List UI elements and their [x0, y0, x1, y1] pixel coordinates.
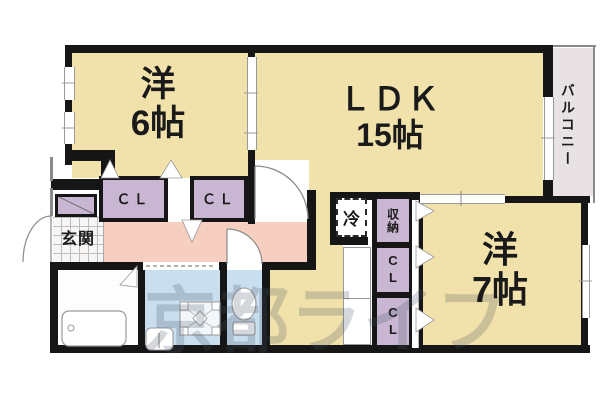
window [544, 97, 554, 180]
window [582, 245, 590, 318]
window [64, 112, 75, 144]
room-label-western7: 洋 7帖 [430, 229, 570, 311]
wall-segment [51, 179, 115, 190]
closet-left: ＣＬ [99, 176, 168, 222]
kitchen-counter [343, 247, 371, 345]
floor-kitchen-strip [330, 245, 343, 345]
wall-segment [262, 262, 270, 352]
wall-segment [220, 262, 227, 352]
wall-segment [65, 45, 72, 165]
floor-western7 [420, 203, 581, 345]
wall-segment [543, 180, 553, 203]
counter-divider [344, 298, 370, 299]
entrance-tile [53, 216, 104, 262]
wall-segment [307, 190, 316, 270]
wall-segment [50, 157, 53, 181]
storage-closet-lower-label: CL [385, 304, 401, 339]
window [64, 67, 75, 100]
closet-right: ＣＬ [190, 176, 248, 222]
sliding-partition-western6-ldk [247, 57, 257, 150]
balcony-rail [553, 45, 596, 47]
wall-segment [262, 262, 316, 270]
shoe-cabinet [55, 194, 97, 217]
floor-bathroom [58, 270, 138, 345]
wall-segment [543, 45, 553, 97]
entrance-label-text: 玄関 [60, 231, 95, 248]
floor-ldk-passage [316, 196, 330, 270]
wall-segment [50, 188, 53, 216]
wall-segment [65, 45, 553, 53]
room-western6-size: 6帖 [130, 104, 186, 144]
room-western7-size: 7帖 [471, 269, 529, 311]
entrance-label: 玄関 [55, 231, 101, 249]
room-label-western6: 洋 6帖 [88, 65, 228, 143]
room-ldk-size: 15帖 [356, 116, 424, 153]
wall-segment [50, 345, 590, 353]
floor-balcony [553, 48, 593, 196]
balcony-rail [593, 45, 595, 203]
ldk-door-zone [253, 160, 309, 222]
wall-segment [50, 262, 58, 353]
storage-label: 収納 [385, 207, 400, 234]
storage-closet-lower: CL [374, 295, 412, 348]
floor-hallway [103, 222, 307, 262]
refrigerator-label: 冷 [343, 210, 360, 229]
wall-segment [330, 237, 368, 245]
closet-right-label: ＣＬ [202, 191, 236, 207]
room-ldk-name: ＬＤＫ [338, 81, 441, 117]
room-western7-kanji: 洋 [481, 229, 518, 270]
wall-segment [57, 262, 143, 270]
closet-left-label: ＣＬ [116, 191, 151, 207]
sliding-door-ldk-western7 [420, 194, 505, 204]
door-arc-entrance [22, 215, 52, 263]
wall-segment [330, 192, 336, 245]
refrigerator-space: 冷 [336, 198, 367, 237]
storage-closet-upper: CL [374, 245, 412, 295]
wall-segment [138, 262, 145, 352]
balcony-label-text: バルコニー [559, 82, 576, 168]
room-label-ldk: ＬＤＫ 15帖 [300, 81, 480, 154]
toilet-door-zone [227, 262, 262, 270]
room-western6-kanji: 洋 [140, 65, 176, 104]
wall-segment [417, 200, 423, 348]
storage-box: 収納 [374, 196, 412, 245]
balcony-label: バルコニー [552, 56, 582, 194]
storage-closet-upper-label: CL [385, 253, 401, 287]
wall-segment [65, 150, 101, 161]
